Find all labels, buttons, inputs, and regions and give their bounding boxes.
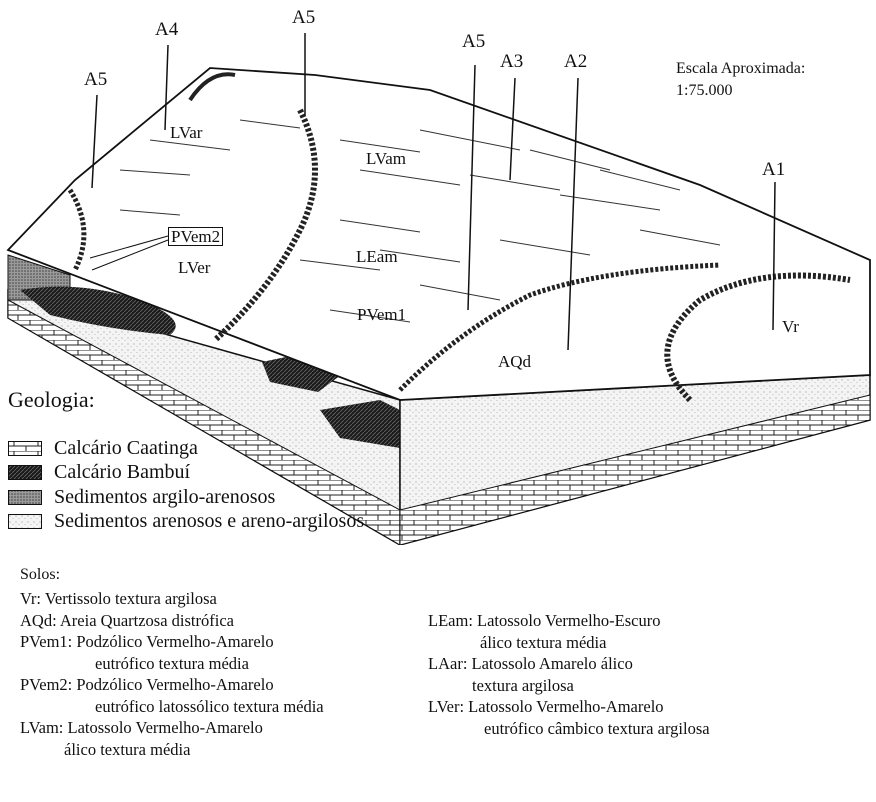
solos-line: eutrófico câmbico textura argilosa — [428, 718, 710, 740]
soil-label-lvar: LVar — [170, 124, 202, 141]
brick-pattern-swatch — [8, 441, 42, 456]
area-label-a1: A1 — [762, 160, 785, 179]
solos-line: PVem2: Podzólico Vermelho-Amarelo — [20, 674, 324, 696]
solos-line: eutrófico latossólico textura média — [20, 696, 324, 718]
scale-note: Escala Aproximada: 1:75.000 — [676, 58, 805, 102]
geology-title: Geologia: — [8, 387, 95, 413]
dark-hatch-swatch — [8, 465, 42, 480]
area-label-a5-top: A5 — [292, 8, 315, 27]
solos-entry: AQd: Areia Quartzosa distrófica — [20, 610, 324, 632]
solos-line: AQd: Areia Quartzosa distrófica — [20, 610, 324, 632]
legend-item: Calcário Bambuí — [8, 461, 364, 486]
scale-line2: 1:75.000 — [676, 80, 805, 102]
legend-item: Calcário Caatinga — [8, 436, 364, 461]
light-stipple-swatch — [8, 514, 42, 529]
solos-title: Solos: — [20, 566, 60, 584]
solos-entry: LAar: Latossolo Amarelo álico textura ar… — [428, 653, 710, 696]
area-label-a3: A3 — [500, 52, 523, 71]
solos-line: LAar: Latossolo Amarelo álico — [428, 653, 710, 675]
solos-entry: Vr: Vertissolo textura argilosa — [20, 588, 324, 610]
solos-line: eutrófico textura média — [20, 653, 324, 675]
soil-label-pvem2: PVem2 — [168, 227, 223, 246]
geology-legend: Calcário Caatinga Calcário Bambuí Sedime… — [8, 436, 364, 534]
solos-entry: PVem1: Podzólico Vermelho-Amarelo eutróf… — [20, 631, 324, 674]
solos-line: Vr: Vertissolo textura argilosa — [20, 588, 324, 610]
solos-right-column: LEam: Latossolo Vermelho-Escuro álico te… — [428, 610, 710, 739]
legend-item: Sedimentos arenosos e areno-argilosos — [8, 510, 364, 535]
soil-label-lvam: LVam — [366, 150, 406, 167]
solos-entry: PVem2: Podzólico Vermelho-Amarelo eutróf… — [20, 674, 324, 717]
legend-label: Calcário Bambuí — [54, 461, 190, 484]
solos-entry: LVer: Latossolo Vermelho-Amarelo eutrófi… — [428, 696, 710, 739]
solos-line: LVer: Latossolo Vermelho-Amarelo — [428, 696, 710, 718]
area-label-a5-mid: A5 — [462, 32, 485, 51]
area-label-a2: A2 — [564, 52, 587, 71]
solos-line: álico textura média — [428, 632, 710, 654]
legend-label: Sedimentos argilo-arenosos — [54, 486, 275, 509]
solos-left-column: Vr: Vertissolo textura argilosa AQd: Are… — [20, 588, 324, 760]
solos-entry: LEam: Latossolo Vermelho-Escuro álico te… — [428, 610, 710, 653]
soil-label-vr: Vr — [782, 318, 799, 335]
soil-label-leam: LEam — [356, 248, 398, 265]
solos-line: PVem1: Podzólico Vermelho-Amarelo — [20, 631, 324, 653]
soil-label-pvem1: PVem1 — [357, 306, 406, 323]
soil-label-aqd: AQd — [498, 353, 531, 370]
solos-line: LEam: Latossolo Vermelho-Escuro — [428, 610, 710, 632]
legend-label: Sedimentos arenosos e areno-argilosos — [54, 510, 364, 533]
legend-item: Sedimentos argilo-arenosos — [8, 485, 364, 510]
solos-line: textura argilosa — [428, 675, 710, 697]
solos-entry: LVam: Latossolo Vermelho-Amarelo álico t… — [20, 717, 324, 760]
legend-label: Calcário Caatinga — [54, 437, 198, 460]
solos-line: álico textura média — [20, 739, 324, 761]
area-label-a4: A4 — [155, 20, 178, 39]
soil-label-lver: LVer — [178, 259, 210, 276]
solos-line: LVam: Latossolo Vermelho-Amarelo — [20, 717, 324, 739]
scale-line1: Escala Aproximada: — [676, 58, 805, 80]
area-label-a5-left: A5 — [84, 70, 107, 89]
dotted-gray-swatch — [8, 490, 42, 505]
